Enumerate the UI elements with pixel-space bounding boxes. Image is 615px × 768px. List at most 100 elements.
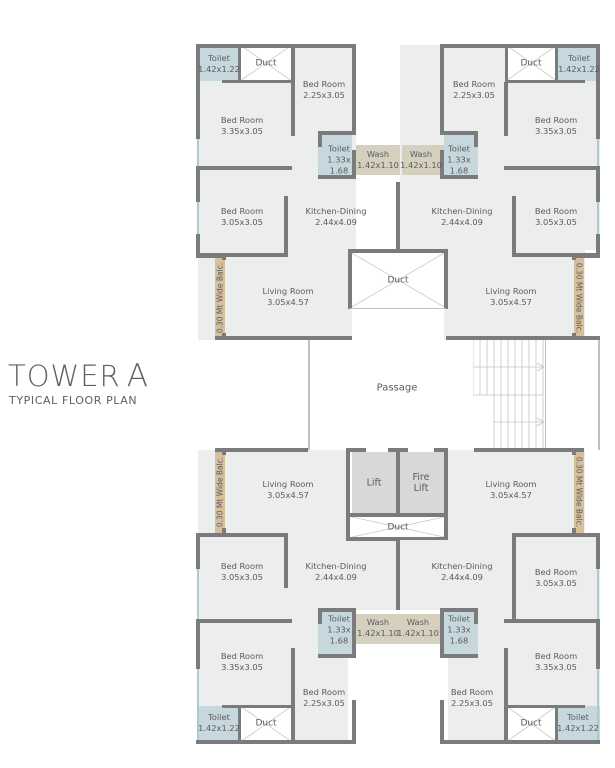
wall bbox=[346, 448, 350, 540]
wall bbox=[596, 533, 600, 569]
balcony-label: 0.30 Mt Wide Balc. bbox=[215, 262, 225, 334]
room-label-duct: Duct bbox=[387, 275, 409, 286]
wall bbox=[196, 169, 200, 202]
wall bbox=[505, 44, 508, 82]
wall bbox=[318, 654, 356, 658]
toilet-small bbox=[557, 706, 600, 742]
wall bbox=[555, 44, 558, 82]
wall bbox=[318, 131, 322, 147]
wall bbox=[196, 533, 288, 537]
unit-floor bbox=[348, 540, 400, 610]
wall bbox=[196, 533, 200, 569]
wall bbox=[348, 249, 446, 253]
wall bbox=[318, 175, 356, 179]
wall bbox=[318, 131, 356, 135]
wall bbox=[352, 700, 356, 744]
window bbox=[197, 569, 199, 619]
tower-title-word: TOWER bbox=[8, 359, 121, 393]
toilet-small bbox=[557, 45, 600, 81]
wall bbox=[572, 528, 576, 536]
wall bbox=[238, 44, 241, 82]
passage-floor bbox=[308, 340, 600, 450]
wall bbox=[504, 648, 508, 742]
wall bbox=[572, 254, 576, 260]
wall bbox=[555, 705, 558, 743]
wall bbox=[318, 608, 322, 624]
wall bbox=[440, 740, 600, 744]
wall bbox=[596, 44, 600, 139]
balcony bbox=[574, 450, 584, 535]
wall bbox=[352, 44, 356, 134]
staircase-icon[interactable] bbox=[473, 340, 547, 450]
wash-area bbox=[400, 614, 444, 644]
wall bbox=[196, 44, 356, 48]
fire-lift[interactable] bbox=[400, 452, 444, 514]
wall bbox=[396, 182, 400, 252]
floor-plan-subtitle: TYPICAL FLOOR PLAN bbox=[9, 394, 138, 407]
lift[interactable] bbox=[352, 452, 396, 514]
wall bbox=[215, 336, 352, 340]
wall bbox=[596, 169, 600, 202]
balcony-label: 0.30 Mt Wide Balc. bbox=[215, 456, 225, 528]
tower-title-letter: A bbox=[126, 358, 149, 394]
wall bbox=[505, 705, 585, 708]
wall bbox=[196, 234, 200, 256]
wall bbox=[222, 254, 226, 260]
window bbox=[597, 569, 599, 619]
wall bbox=[512, 253, 600, 257]
duct-cross-icon bbox=[506, 45, 557, 81]
toilet-mid bbox=[318, 610, 352, 656]
room-label-duct: Duct bbox=[255, 718, 277, 729]
duct-cross-icon bbox=[506, 706, 557, 742]
wall bbox=[512, 196, 516, 256]
balcony-label: 0.30 Mt Wide Balc. bbox=[574, 262, 584, 334]
balcony bbox=[574, 255, 584, 340]
wall bbox=[222, 448, 226, 455]
line bbox=[350, 308, 446, 309]
duct-cross-icon bbox=[240, 45, 292, 81]
wall bbox=[196, 44, 200, 139]
toilet-small bbox=[198, 706, 240, 742]
wall bbox=[504, 166, 600, 170]
wall bbox=[474, 131, 478, 147]
wall bbox=[440, 700, 444, 744]
corridor-gap bbox=[352, 309, 444, 340]
wall bbox=[196, 740, 356, 744]
wall bbox=[504, 619, 600, 623]
wall bbox=[196, 619, 200, 669]
wall bbox=[474, 608, 478, 624]
room-label-duct: Duct bbox=[387, 522, 409, 533]
wall bbox=[434, 448, 448, 452]
wall bbox=[352, 150, 356, 179]
wall bbox=[291, 44, 295, 136]
outside bbox=[585, 450, 600, 535]
room-label-duct: Duct bbox=[520, 58, 542, 69]
passage-edge bbox=[308, 340, 310, 450]
toilet-small bbox=[198, 45, 240, 81]
balcony-label: 0.30 Mt Wide Balc. bbox=[574, 456, 584, 528]
window bbox=[597, 139, 599, 169]
wash-area bbox=[356, 614, 400, 644]
wall bbox=[346, 537, 448, 541]
toilet-mid bbox=[444, 133, 478, 179]
wall bbox=[446, 336, 600, 340]
duct-cross-icon bbox=[350, 252, 446, 308]
